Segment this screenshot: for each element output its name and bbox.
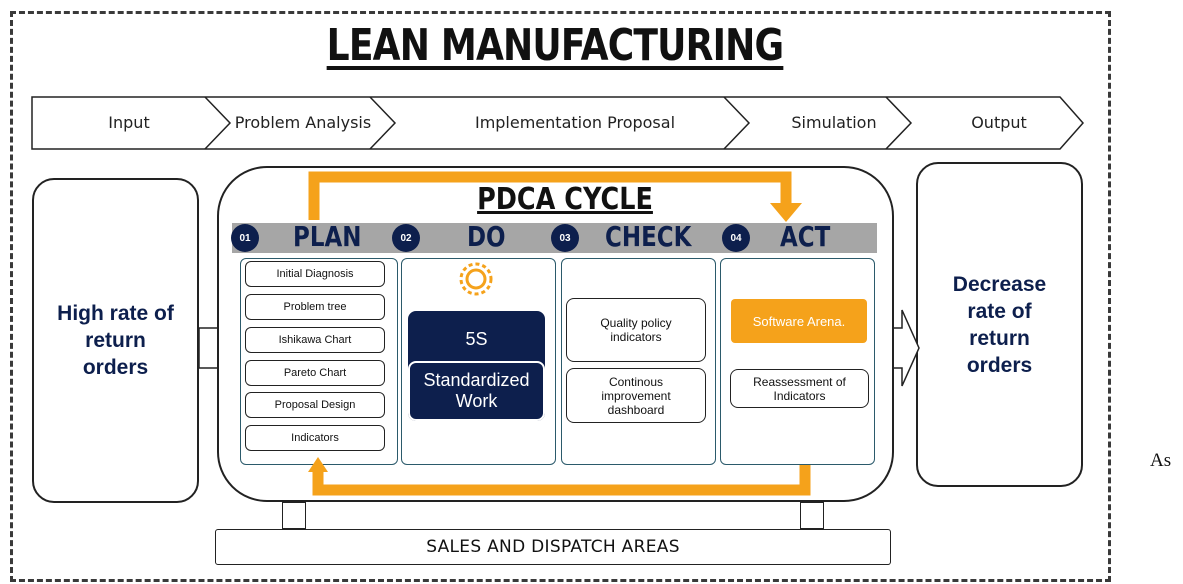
phase-name-check: CHECK [605,220,692,253]
bottom-arrowhead [308,457,328,472]
output-box-label: Decrease rate of return orders [952,272,1047,377]
gear-icon [459,262,493,296]
dashed-frame [10,11,1111,582]
do-block [408,311,545,421]
page-title: LEAN MANUFACTURING [326,20,785,71]
phase-name-act: ACT [780,220,831,253]
act-item-software-arena: Software Arena. [731,299,867,343]
support-post-left [282,502,306,529]
phase-badge-plan: 01 [231,224,259,252]
sales-dispatch-bar: SALES AND DISPATCH AREAS [215,529,891,565]
plan-item: Pareto Chart [245,360,385,386]
step-output: Output [971,113,1027,132]
top-arrowhead [770,203,802,222]
check-item: Quality policy indicators [566,298,706,362]
pdca-title: PDCA CYCLE [477,182,653,217]
bottom-cycle-arrow [312,465,811,496]
phase-name-plan: PLAN [293,220,362,253]
do-item-5s: 5S [465,328,488,349]
plan-item: Initial Diagnosis [245,261,385,287]
phase-name-do: DO [467,220,506,253]
do-item-standardized-work: Standardized Work [408,361,545,421]
side-note-text: As [1150,450,1172,471]
input-box-label: High rate of return orders [57,302,174,379]
step-input: Input [108,113,150,132]
act-item: Reassessment of Indicators [730,369,869,408]
step-problem-analysis: Problem Analysis [234,113,372,132]
plan-item: Indicators [245,425,385,451]
top-cycle-arrow [308,171,792,220]
plan-item: Ishikawa Chart [245,327,385,353]
plan-item: Proposal Design [245,392,385,418]
support-post-right [800,502,824,529]
phase-badge-do: 02 [392,224,420,252]
check-item: Continous improvement dashboard [566,368,706,423]
plan-item: Problem tree [245,294,385,320]
output-box: Decrease rate of return orders [916,162,1083,487]
input-box: High rate of return orders [32,178,199,503]
phase-badge-act: 04 [722,224,750,252]
step-implementation-proposal: Implementation Proposal [474,113,676,132]
act-panel [720,258,875,465]
phase-badge-check: 03 [551,224,579,252]
step-simulation: Simulation [791,113,877,132]
